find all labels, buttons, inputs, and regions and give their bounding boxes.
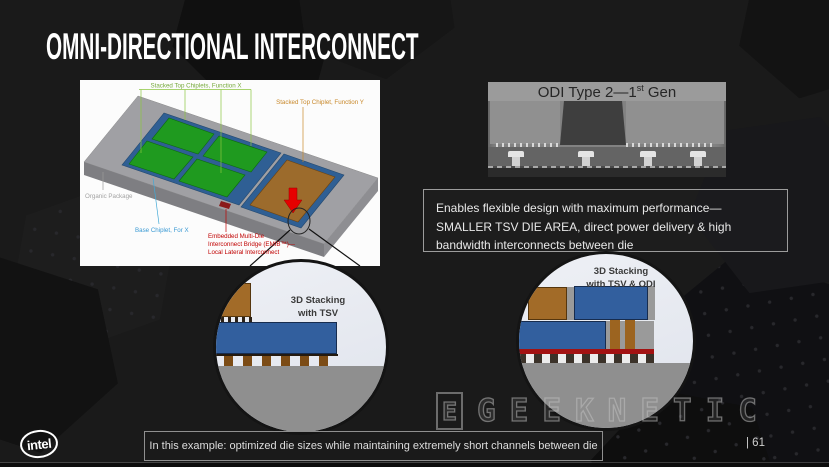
footer-note-text: In this example: optimized die sizes whi… [149, 440, 598, 452]
top-die-copper [528, 287, 567, 320]
callout-label-line2: with TSV & ODI [586, 278, 656, 290]
odi-copper-pillar [625, 320, 635, 352]
red-arrow-icon [283, 187, 303, 214]
sem-microbumps-right [626, 143, 716, 147]
sem-figure-title: ODI Type 2—1st Gen [488, 83, 726, 101]
package-3d-svg: Stacked Top Chiplets, Function X Stacked… [83, 83, 379, 267]
magnifier-cone-line [308, 228, 361, 267]
top-die-blue [574, 286, 648, 320]
sem-side-die-right [626, 101, 724, 144]
magnifier-cone-line [249, 229, 291, 267]
micro-bumps [216, 317, 256, 322]
top-die [217, 283, 251, 317]
substrate [216, 366, 386, 432]
sem-cross-section-figure: ODI Type 2—1st Gen [488, 82, 726, 177]
magnifier-ellipse [287, 207, 311, 235]
sem-title-tail: Gen [643, 84, 677, 101]
sem-top-band [488, 82, 726, 101]
callout-label-line1: 3D Stacking [290, 295, 346, 306]
sem-center-die [560, 101, 626, 145]
emib-mark [219, 201, 231, 209]
sem-title-main: ODI Type 2—1 [537, 84, 637, 101]
green-chiplet [202, 135, 268, 173]
die-gap [648, 286, 655, 320]
label-base-chiplet: Base Chiplet, For X [135, 227, 189, 234]
sem-copper-pillar [690, 151, 706, 167]
label-top-chiplets-x: Stacked Top Chiplets, Function X [150, 83, 241, 90]
slide-bottom-edge [0, 463, 829, 467]
organic-package-front-face [84, 162, 324, 257]
sem-bottom-band [488, 168, 726, 177]
sem-title-superscript: st [636, 83, 644, 93]
label-organic-package: Organic Package [85, 193, 133, 200]
solder-bumps [519, 354, 654, 363]
watermark-logo-letter: E [441, 396, 458, 426]
slide-bottom-divider [0, 462, 829, 463]
substrate [519, 363, 693, 428]
hexagon-decoration [731, 0, 829, 113]
page-title: OMNI-DIRECTIONAL INTERCONNECT [46, 26, 419, 67]
footer-note-box: In this example: optimized die sizes whi… [144, 431, 603, 461]
sem-copper-pillar [508, 151, 524, 167]
info-box: Enables flexible design with maximum per… [423, 189, 788, 252]
callout-label-line1: 3D Stacking [593, 266, 649, 277]
sem-microbumps-left [496, 143, 558, 147]
intel-logo-text: intel [26, 435, 52, 453]
sem-side-die-left [490, 101, 560, 144]
leader-line-blue [152, 177, 160, 225]
callout-label-line2: with TSV [297, 307, 339, 319]
package-3d-figure: Stacked Top Chiplets, Function X Stacked… [80, 80, 380, 267]
green-chiplet [178, 158, 246, 198]
label-top-chiplet-y: Stacked Top Chiplet, Function Y [276, 99, 364, 106]
callout-circle-tsv-odi: 3D Stacking with TSV & ODI [516, 251, 696, 431]
watermark-logo-box: E [436, 392, 463, 430]
sem-interposer-band [488, 147, 726, 167]
sem-baseline [488, 166, 726, 168]
callout-circle-tsv: 3D Stacking with TSV [213, 259, 389, 435]
organic-package-side-face [324, 178, 378, 257]
label-emib-2: Interconnect Bridge (EMIB™)— [208, 241, 296, 248]
base-die [519, 321, 606, 352]
odi-copper-pillar [610, 320, 620, 352]
sem-copper-pillar [640, 151, 656, 167]
die-gap [567, 287, 574, 320]
page-number: | 61 [746, 437, 765, 449]
solder-bumps [216, 354, 338, 366]
callout-label: 3D Stacking with TSV & ODI [575, 266, 667, 292]
callout-label: 3D Stacking with TSV [274, 295, 362, 321]
label-emib-3: Local Lateral Interconnect [208, 249, 279, 256]
label-emib-1: Embedded Multi-Die [208, 233, 265, 240]
redistribution-layer [519, 349, 654, 354]
sem-copper-pillar [578, 151, 594, 167]
base-die [216, 322, 337, 354]
green-chiplet [151, 117, 215, 155]
